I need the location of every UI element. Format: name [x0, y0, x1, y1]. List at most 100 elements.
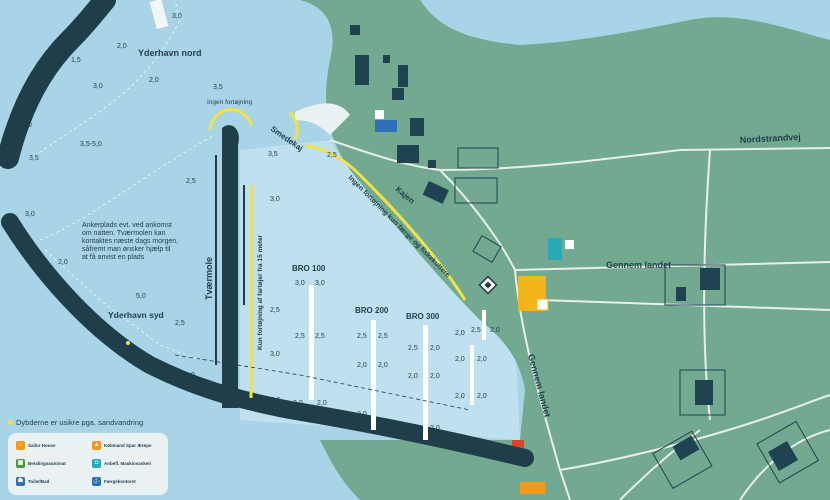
legend-item-sailor-house: ⌂ Sailor House	[16, 441, 56, 450]
depth-label: 2,0	[408, 425, 418, 432]
basin-south-label: Yderhavn syd	[108, 310, 164, 320]
depth-label: 2,5	[471, 327, 481, 334]
depth-label: 3,0	[295, 280, 305, 287]
depth-label: 3,5	[213, 84, 223, 91]
bro300-label: BRO 300	[406, 312, 440, 321]
depth-label: 3,0	[25, 211, 35, 218]
depth-label: 3,0	[22, 122, 32, 129]
uncertain-depth-marker	[126, 341, 130, 345]
building-outlines	[454, 147, 820, 490]
sailor-house-building	[520, 482, 545, 494]
depth-label: 2,0	[477, 356, 487, 363]
north-breakwater	[0, 0, 116, 169]
no-mooring-kajen	[304, 143, 467, 301]
basin-north-label: Yderhavn nord	[138, 48, 202, 58]
depth-label: 1,0	[185, 372, 195, 379]
road-gennem-landet-1: Gennem landet	[606, 260, 671, 270]
toilet-icon-marker	[375, 110, 384, 119]
north-pier-tip	[149, 0, 169, 30]
coastline-top	[420, 0, 830, 45]
depth-label: 2,5	[271, 397, 281, 404]
laundry-icon-marker	[565, 240, 574, 249]
depth-label: 2,5	[186, 178, 196, 185]
bro100-label: BRO 100	[292, 264, 326, 273]
laundry-icon: ◘	[92, 459, 101, 468]
depth-label: 2,0	[430, 345, 440, 352]
depth-contour-south	[39, 134, 216, 241]
payment-machine-icon: ▣	[16, 459, 25, 468]
svg-text:Ankerplads evt. ved ankomst: Ankerplads evt. ved ankomst	[82, 222, 172, 229]
depth-label: 2,0	[378, 362, 388, 369]
legend-item-ferry-office: ⚓ Færgekontoret	[92, 477, 136, 486]
sailor-house-icon: ⌂	[16, 441, 25, 450]
depth-label: 2,0	[293, 400, 303, 407]
depth-label: 2,5	[378, 333, 388, 340]
depth-label: 2,0	[117, 43, 127, 50]
depth-label: 3,0	[270, 351, 280, 358]
depth-label: 2,0	[430, 425, 440, 432]
buildings	[350, 25, 799, 472]
legend-item-laundry: ◘ Anbefl. Maskinvaskeri	[92, 459, 151, 468]
depth-label: 2,0	[455, 330, 465, 337]
toilet-icon: ☗	[16, 477, 25, 486]
legend-item-payment: ▣ Betalingsautomat	[16, 459, 66, 468]
depth-label: 2,5	[408, 345, 418, 352]
land-area	[300, 0, 830, 500]
depth-label: 2,5	[175, 320, 185, 327]
ferry-landing-icon	[478, 275, 498, 295]
tvaermole-label: Tværmole	[204, 257, 214, 300]
svg-text:at få anvist en plads: at få anvist en plads	[82, 253, 145, 261]
depth-label: 2,0	[149, 77, 159, 84]
tvaermole	[222, 125, 239, 408]
depth-note-text: Dybderne er usikre pga. sandvandring	[16, 418, 144, 427]
depth-label: 3,0	[315, 280, 325, 287]
depth-labels: 3,0 2,0 1,5 3,0 2,0 3,0 3,5 3,5-5,0 3,5 …	[22, 13, 500, 432]
no-mooring-arc	[208, 108, 254, 131]
jetties	[309, 285, 486, 440]
depth-label: 3,0	[270, 196, 280, 203]
depth-label: 3,5-5,0	[80, 141, 102, 148]
depth-label: 2,0	[317, 400, 327, 407]
laundry-building	[548, 238, 562, 260]
no-mooring-top-label: Ingen fortøjning	[207, 99, 253, 106]
legend-item-toilet: ☗ Toilet/Bad	[16, 477, 50, 486]
svg-text:såfremt man ønsker hjælp til: såfremt man ønsker hjælp til	[82, 245, 171, 253]
depth-label: 1,5	[71, 57, 81, 64]
depth-label: 3,5	[29, 155, 39, 162]
depth-contour-south-2	[44, 249, 201, 361]
shop-icon-marker	[536, 298, 549, 311]
depth-label: 2,0	[408, 373, 418, 380]
depth-label: 2,5	[315, 333, 325, 340]
depth-label: 3,0	[172, 13, 182, 20]
bro200-label: BRO 200	[355, 306, 389, 315]
depth-label: 2,0	[455, 393, 465, 400]
svg-text:kontaktes næste dags morgen,: kontaktes næste dags morgen,	[82, 238, 178, 245]
legend-item-shop: ▲ Købmand Spar Ærøpe	[92, 441, 152, 450]
depth-label: 2,5	[270, 307, 280, 314]
depth-label: 2,0	[455, 356, 465, 363]
road-nordstrandvej: Nordstrandvej	[740, 132, 801, 145]
depth-label: 2,5	[295, 333, 305, 340]
roads	[329, 139, 830, 500]
depth-label: 2,0	[430, 373, 440, 380]
ferry-office-building	[512, 440, 524, 450]
depth-note: Dybderne er usikre pga. sandvandring	[8, 418, 143, 427]
depth-label: 2,0	[477, 393, 487, 400]
depth-label: 2,5	[357, 333, 367, 340]
depth-label: 5,0	[136, 293, 146, 300]
legend: ⌂ Sailor House ▲ Købmand Spar Ærøpe ▣ Be…	[8, 433, 168, 495]
toilet-building	[375, 120, 397, 132]
depth-label: 2,0	[357, 411, 367, 418]
dashed-guide-line	[174, 354, 471, 411]
tvaermole-note: Kun fortøjning af fartøjer fra 15 meter	[257, 234, 264, 350]
yellow-dot-icon	[8, 420, 13, 425]
depth-contour-north	[29, 0, 181, 161]
depth-label: 2,0	[58, 259, 68, 266]
depth-label: 2,0	[357, 362, 367, 369]
svg-text:om natten. Tværmolen kan: om natten. Tværmolen kan	[82, 230, 166, 237]
depth-label: 3,5	[268, 151, 278, 158]
no-mooring-smedekaj	[288, 111, 299, 141]
depth-label: 2,0	[490, 327, 500, 334]
depth-label: 2,5	[327, 152, 337, 159]
